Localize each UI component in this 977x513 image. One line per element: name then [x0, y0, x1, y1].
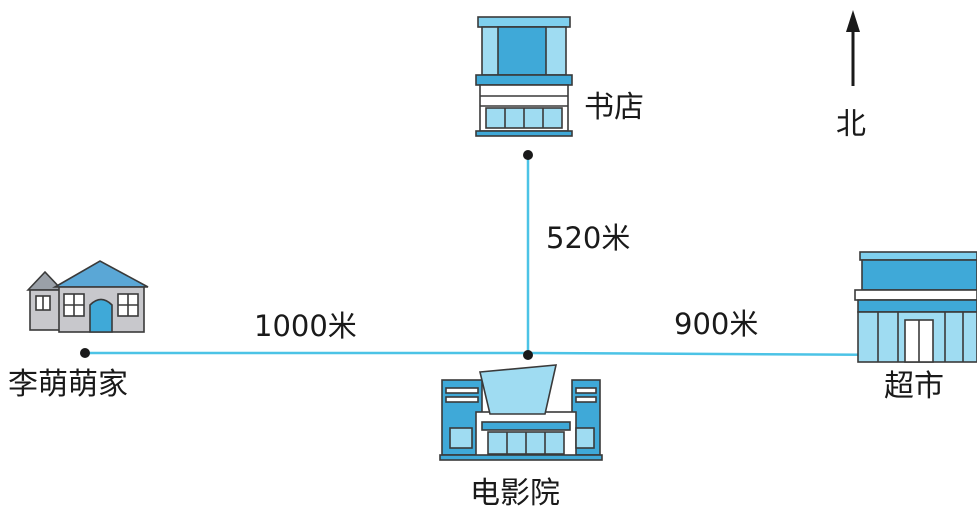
road-cinema-supermarket: [527, 351, 923, 357]
label-north: 北: [836, 107, 866, 142]
label-cinema: 电影院: [470, 476, 560, 511]
dot-cinema: [523, 350, 533, 360]
supermarket-building-icon: [854, 251, 977, 363]
dot-bookstore: [523, 150, 533, 160]
cinema-building-icon: [439, 364, 603, 461]
bookstore-building-icon: [475, 16, 573, 137]
north-arrow-icon: [846, 10, 860, 86]
house-icon: [26, 260, 149, 333]
label-supermarket: 超市: [884, 369, 944, 404]
distance-cinema-bookstore: 520米: [546, 221, 631, 255]
label-home: 李萌萌家: [8, 367, 128, 402]
label-bookstore: 书店: [584, 90, 644, 125]
dot-home: [80, 348, 90, 358]
distance-cinema-supermarket: 900米: [674, 307, 759, 341]
distance-home-cinema: 1000米: [254, 309, 357, 343]
